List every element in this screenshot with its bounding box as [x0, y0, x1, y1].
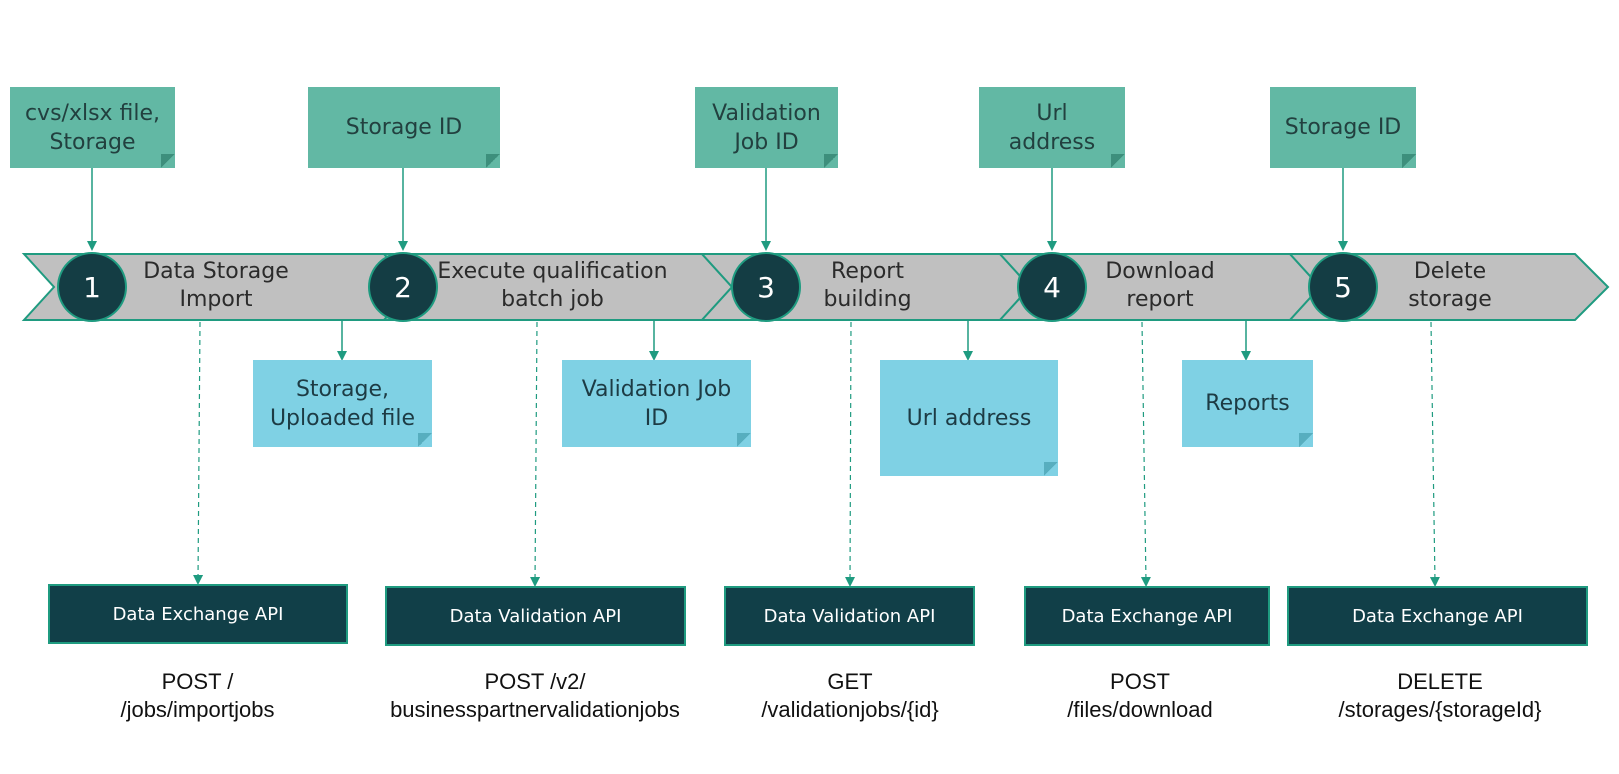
api-box-2: Data Validation API: [385, 586, 686, 646]
output-note-1: Storage, Uploaded file: [253, 360, 432, 447]
step-label-3: Report building: [823, 259, 912, 312]
fold-corner-icon: [418, 433, 432, 447]
input-note-1: cvs/xlsx file, Storage: [10, 87, 175, 168]
endpoint-2: POST /v2/ businesspartnervalidationjobs: [390, 669, 680, 722]
fold-corner-icon: [1402, 154, 1416, 168]
endpoint-4: POST /files/download: [1067, 669, 1213, 722]
output-note-text: Validation Job ID: [581, 376, 732, 431]
api-connector-2: [530, 321, 541, 587]
input-note-text: Storage ID: [1284, 115, 1402, 140]
step-label-4: Download report: [1105, 259, 1215, 312]
output-note-2: Validation Job ID: [562, 360, 751, 447]
api-box-1: Data Exchange API: [48, 584, 348, 644]
api-connector-5: [1429, 321, 1440, 587]
step-number-5: 5: [1310, 254, 1376, 320]
step-label-1: Data Storage Import: [143, 259, 289, 312]
step-number-3: 3: [733, 254, 799, 320]
input-note-text: Validation Job ID: [712, 100, 821, 155]
output-note-text: Reports: [1205, 391, 1290, 416]
input-note-2: Storage ID: [308, 87, 500, 168]
step-number-1: 1: [59, 254, 125, 320]
api-box-3: Data Validation API: [724, 586, 975, 646]
output-note-text: Storage, Uploaded file: [269, 376, 416, 431]
input-note-text: Storage ID: [345, 115, 463, 140]
fold-corner-icon: [486, 154, 500, 168]
api-box-4: Data Exchange API: [1024, 586, 1270, 646]
output-note-4: Reports: [1182, 360, 1313, 447]
api-box-5: Data Exchange API: [1287, 586, 1588, 646]
fold-corner-icon: [161, 154, 175, 168]
input-note-text: Url address: [1008, 100, 1096, 155]
fold-corner-icon: [737, 433, 751, 447]
input-note-4: Url address: [979, 87, 1125, 168]
step-number-4: 4: [1019, 254, 1085, 320]
api-connector-1: [193, 321, 204, 585]
endpoint-3: GET /validationjobs/{id}: [761, 669, 939, 722]
input-note-text: cvs/xlsx file, Storage: [24, 100, 161, 155]
endpoint-1: POST / /jobs/importjobs: [120, 669, 275, 722]
input-note-5: Storage ID: [1270, 87, 1416, 168]
output-note-3: Url address: [880, 360, 1058, 476]
step-number-2: 2: [370, 254, 436, 320]
input-note-3: Validation Job ID: [695, 87, 838, 168]
fold-corner-icon: [824, 154, 838, 168]
api-connector-3: [845, 321, 856, 587]
fold-corner-icon: [1299, 433, 1313, 447]
api-connector-4: [1140, 321, 1151, 587]
step-label-2: Execute qualification batch job: [437, 259, 668, 312]
endpoint-5: DELETE /storages/{storageId}: [1338, 669, 1542, 722]
output-note-text: Url address: [906, 405, 1032, 431]
step-label-5: Delete storage: [1408, 259, 1492, 312]
fold-corner-icon: [1111, 154, 1125, 168]
fold-corner-icon: [1044, 462, 1058, 476]
